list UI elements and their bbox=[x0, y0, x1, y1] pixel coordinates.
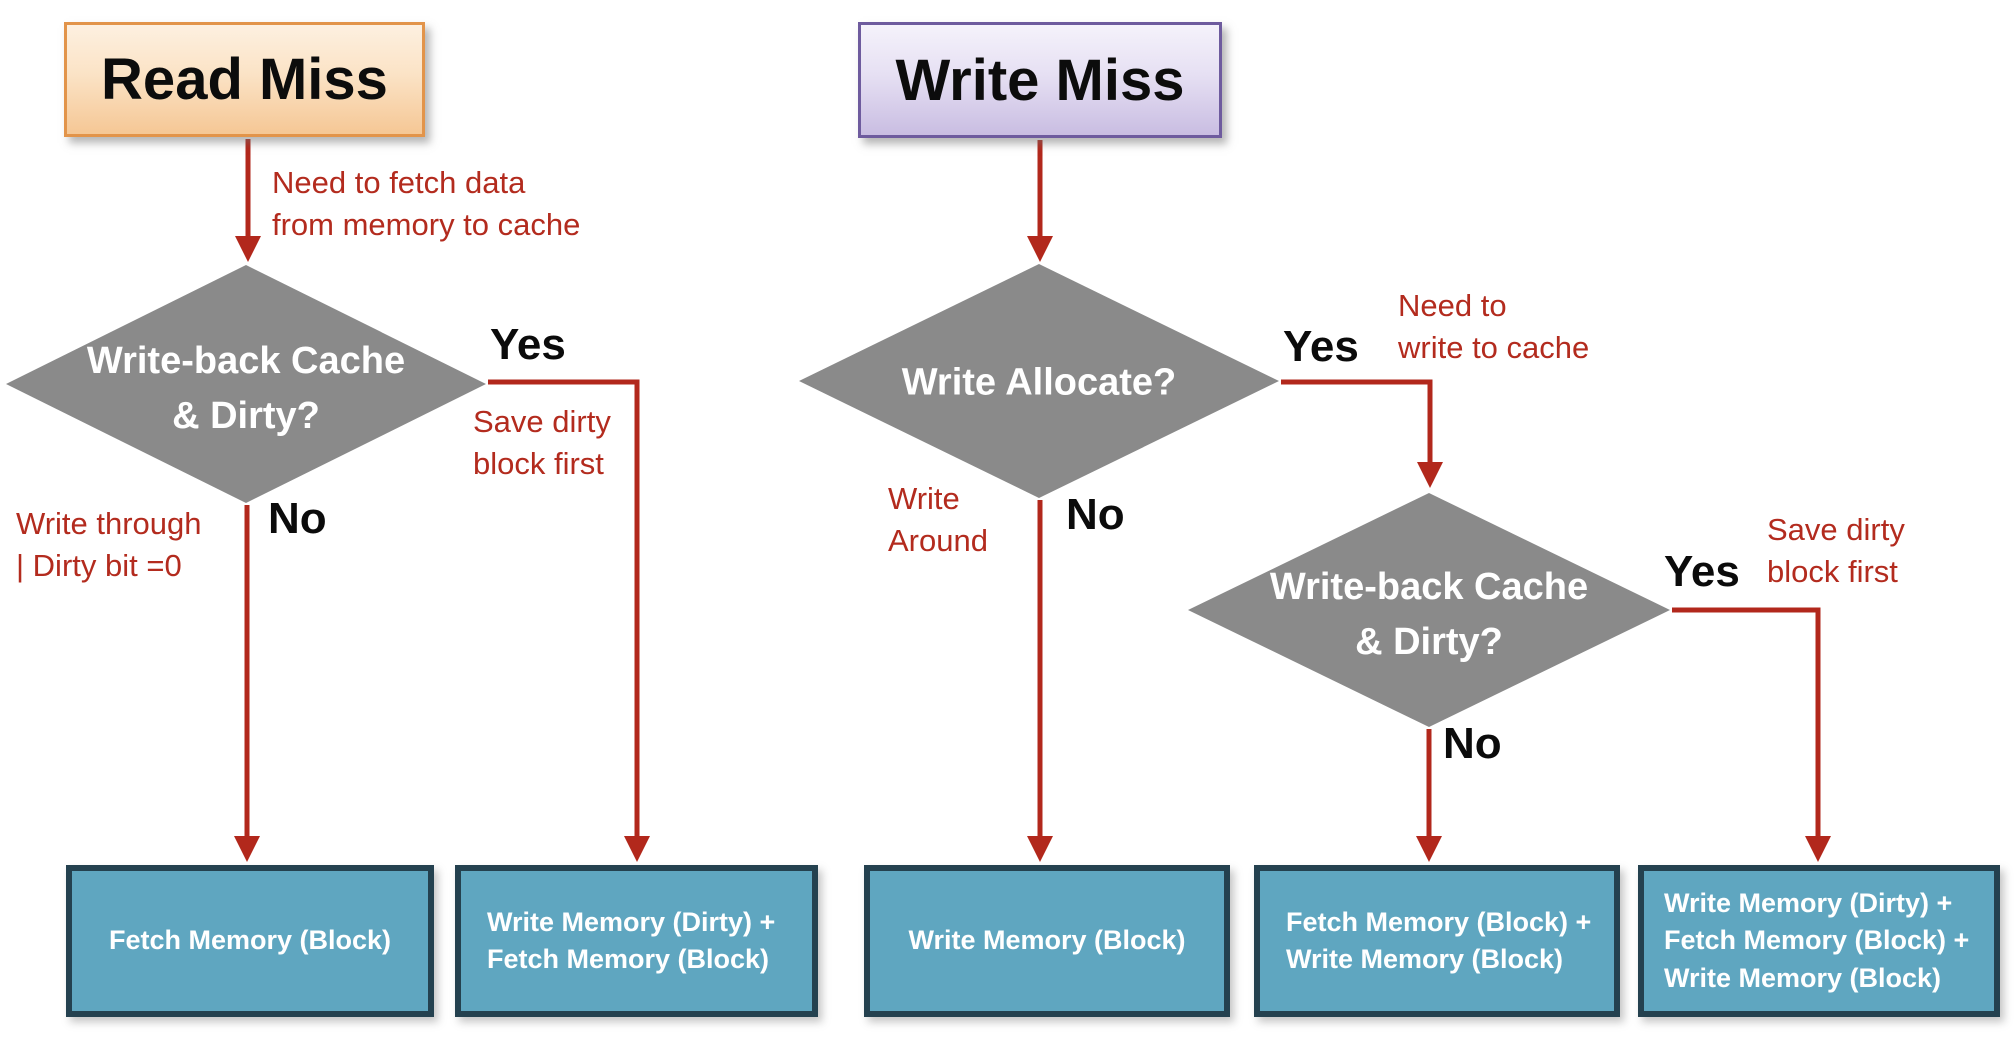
read-miss-label: Read Miss bbox=[101, 47, 388, 112]
result-box-label: Fetch Memory (Block) bbox=[108, 925, 392, 956]
annotation-write-around: Write Around bbox=[888, 481, 988, 558]
mid-no-label: No bbox=[1066, 490, 1125, 539]
result-box-write-dirty-fetch: Write Memory (Dirty) + Fetch Memory (Blo… bbox=[455, 865, 818, 1017]
decision-diamond-write-allocate bbox=[799, 264, 1279, 498]
arrow-left-yes-branch bbox=[488, 379, 650, 862]
right-no-label: No bbox=[1443, 719, 1502, 768]
arrow-mid-yes-branch bbox=[1281, 379, 1443, 488]
result-box-label: Write Memory (Dirty) + Fetch Memory (Blo… bbox=[487, 906, 776, 974]
annotation-write-through: Write through | Dirty bit =0 bbox=[16, 506, 202, 583]
right-yes-label: Yes bbox=[1664, 547, 1740, 596]
write-miss-label: Write Miss bbox=[895, 47, 1185, 113]
arrow-right-yes-branch bbox=[1672, 607, 1831, 862]
result-box-write-memory: Write Memory (Block) bbox=[864, 865, 1230, 1017]
annotation-need-write: Need to write to cache bbox=[1398, 288, 1590, 365]
result-box-write-fetch-write: Write Memory (Dirty) + Fetch Memory (Blo… bbox=[1638, 865, 2000, 1017]
left-no-label: No bbox=[268, 494, 327, 543]
decision-diamond-writeback-right bbox=[1188, 493, 1670, 727]
left-yes-label: Yes bbox=[490, 320, 566, 369]
result-box-label: Fetch Memory (Block) + Write Memory (Blo… bbox=[1286, 906, 1592, 974]
result-box-label: Write Memory (Dirty) + Fetch Memory (Blo… bbox=[1664, 888, 1970, 993]
result-box-label: Write Memory (Block) bbox=[908, 925, 1186, 956]
annotation-save-dirty-right: Save dirty block first bbox=[1767, 512, 1905, 589]
mid-yes-label: Yes bbox=[1283, 322, 1359, 371]
decision-diamond-writeback-left bbox=[6, 265, 486, 503]
annotation-save-dirty-left: Save dirty block first bbox=[473, 404, 611, 481]
annotation-need-fetch: Need to fetch data from memory to cache bbox=[272, 165, 581, 242]
read-miss-node: Read Miss bbox=[64, 22, 425, 137]
write-miss-node: Write Miss bbox=[858, 22, 1222, 138]
result-box-fetch-write: Fetch Memory (Block) + Write Memory (Blo… bbox=[1254, 865, 1620, 1017]
result-box-fetch-memory: Fetch Memory (Block) bbox=[66, 865, 434, 1017]
